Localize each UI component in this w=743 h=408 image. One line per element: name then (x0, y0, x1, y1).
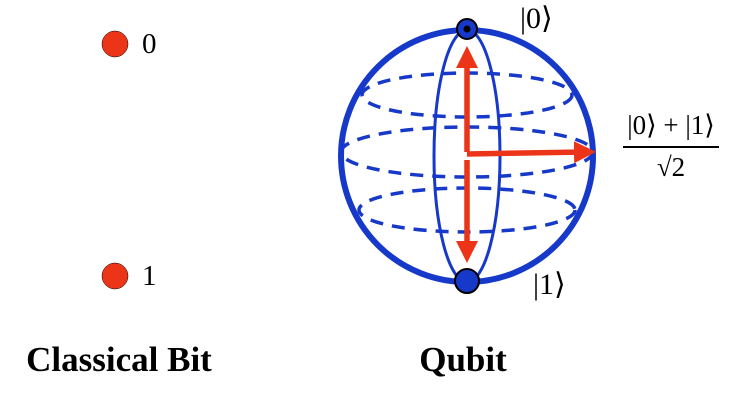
ket-one-label: |1⟩ (533, 268, 566, 301)
superposition-numerator: |0⟩ + |1⟩ (623, 110, 719, 148)
state-vector-right-arrow (466, 141, 596, 164)
classical-bit-1-label: 1 (142, 260, 157, 292)
classical-bit-0-dot (101, 30, 129, 58)
superposition-fraction: |0⟩ + |1⟩ √2 (603, 110, 739, 183)
ket-zero-label: |0⟩ (520, 2, 553, 35)
classical-bit-0-label: 0 (142, 28, 157, 60)
south-pole-dot (454, 268, 480, 294)
superposition-denominator: √2 (656, 152, 686, 182)
north-pole-center-dot (463, 25, 471, 33)
qubit-caption: Qubit (419, 340, 507, 379)
classical-bit-1-dot (101, 262, 129, 290)
classical-bit-caption: Classical Bit (26, 340, 212, 379)
